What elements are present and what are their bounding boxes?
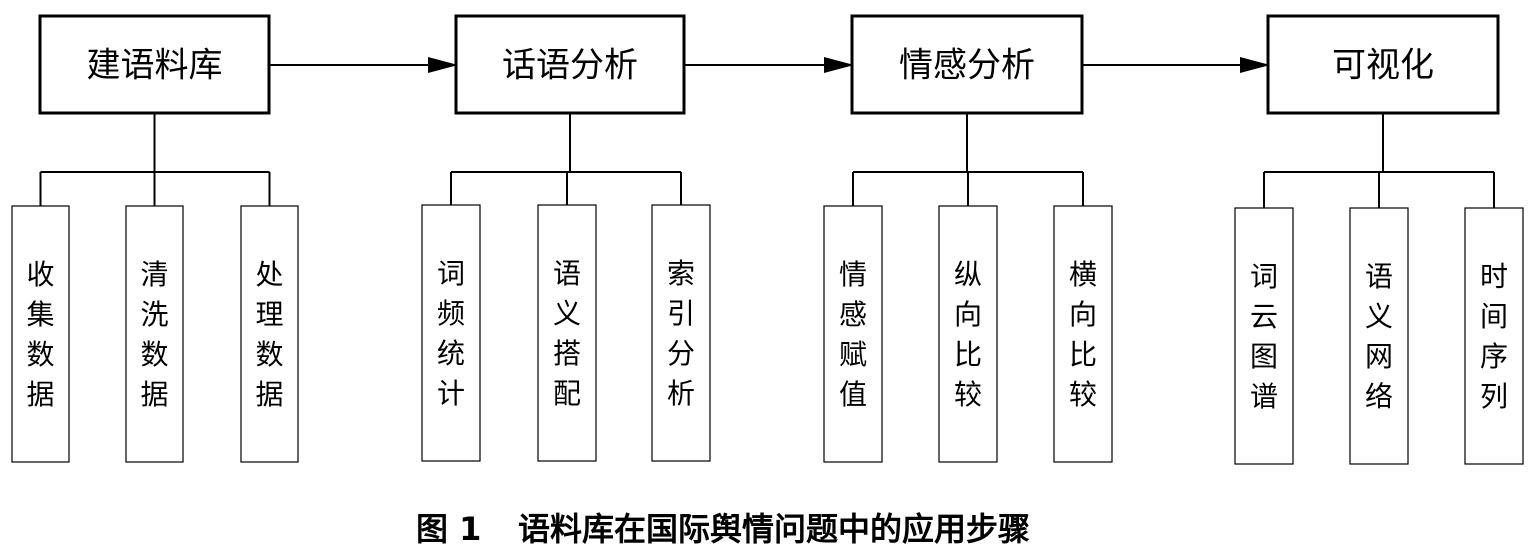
step-box: [537, 204, 597, 462]
step-label: 索引分析: [667, 257, 695, 410]
step-label: 情感赋值: [839, 258, 867, 411]
step-box: [240, 205, 299, 463]
step-label: 词云图谱: [1250, 260, 1278, 413]
step-label: 纵向比较: [954, 258, 982, 411]
step-box: [1464, 207, 1524, 465]
stage-label: 建语料库: [87, 46, 223, 86]
stage-box: [850, 14, 1084, 115]
stage-box: [454, 14, 686, 115]
step-label: 收集数据: [26, 258, 54, 411]
step-box: [421, 204, 481, 462]
stage-label: 话语分析: [502, 46, 638, 86]
figure-caption: 图 1 语料库在国际舆情问题中的应用步骤: [416, 510, 1030, 548]
figure-number: 图 1: [416, 510, 481, 548]
step-label: 词频统计: [437, 257, 465, 410]
step-label: 处理数据: [255, 258, 283, 411]
step-box: [1053, 205, 1113, 463]
step-box: [1349, 207, 1409, 465]
step-box: [1234, 207, 1294, 465]
step-box: [651, 204, 711, 462]
step-label: 清洗数据: [140, 258, 168, 411]
stage-box: [38, 14, 271, 115]
stage-label: 情感分析: [899, 46, 1035, 86]
step-label: 语义网络: [1365, 260, 1393, 413]
stage-label: 可视化: [1332, 46, 1434, 86]
step-label: 横向比较: [1069, 258, 1097, 411]
step-box: [125, 205, 184, 463]
stage-box: [1266, 14, 1500, 115]
figure-title: 语料库在国际舆情问题中的应用步骤: [518, 510, 1030, 548]
step-box: [938, 205, 998, 463]
step-label: 时间序列: [1480, 260, 1508, 413]
connectors: [39, 57, 1495, 208]
step-label: 语义搭配: [553, 257, 581, 410]
step-box: [11, 205, 70, 463]
step-box: [823, 205, 883, 463]
